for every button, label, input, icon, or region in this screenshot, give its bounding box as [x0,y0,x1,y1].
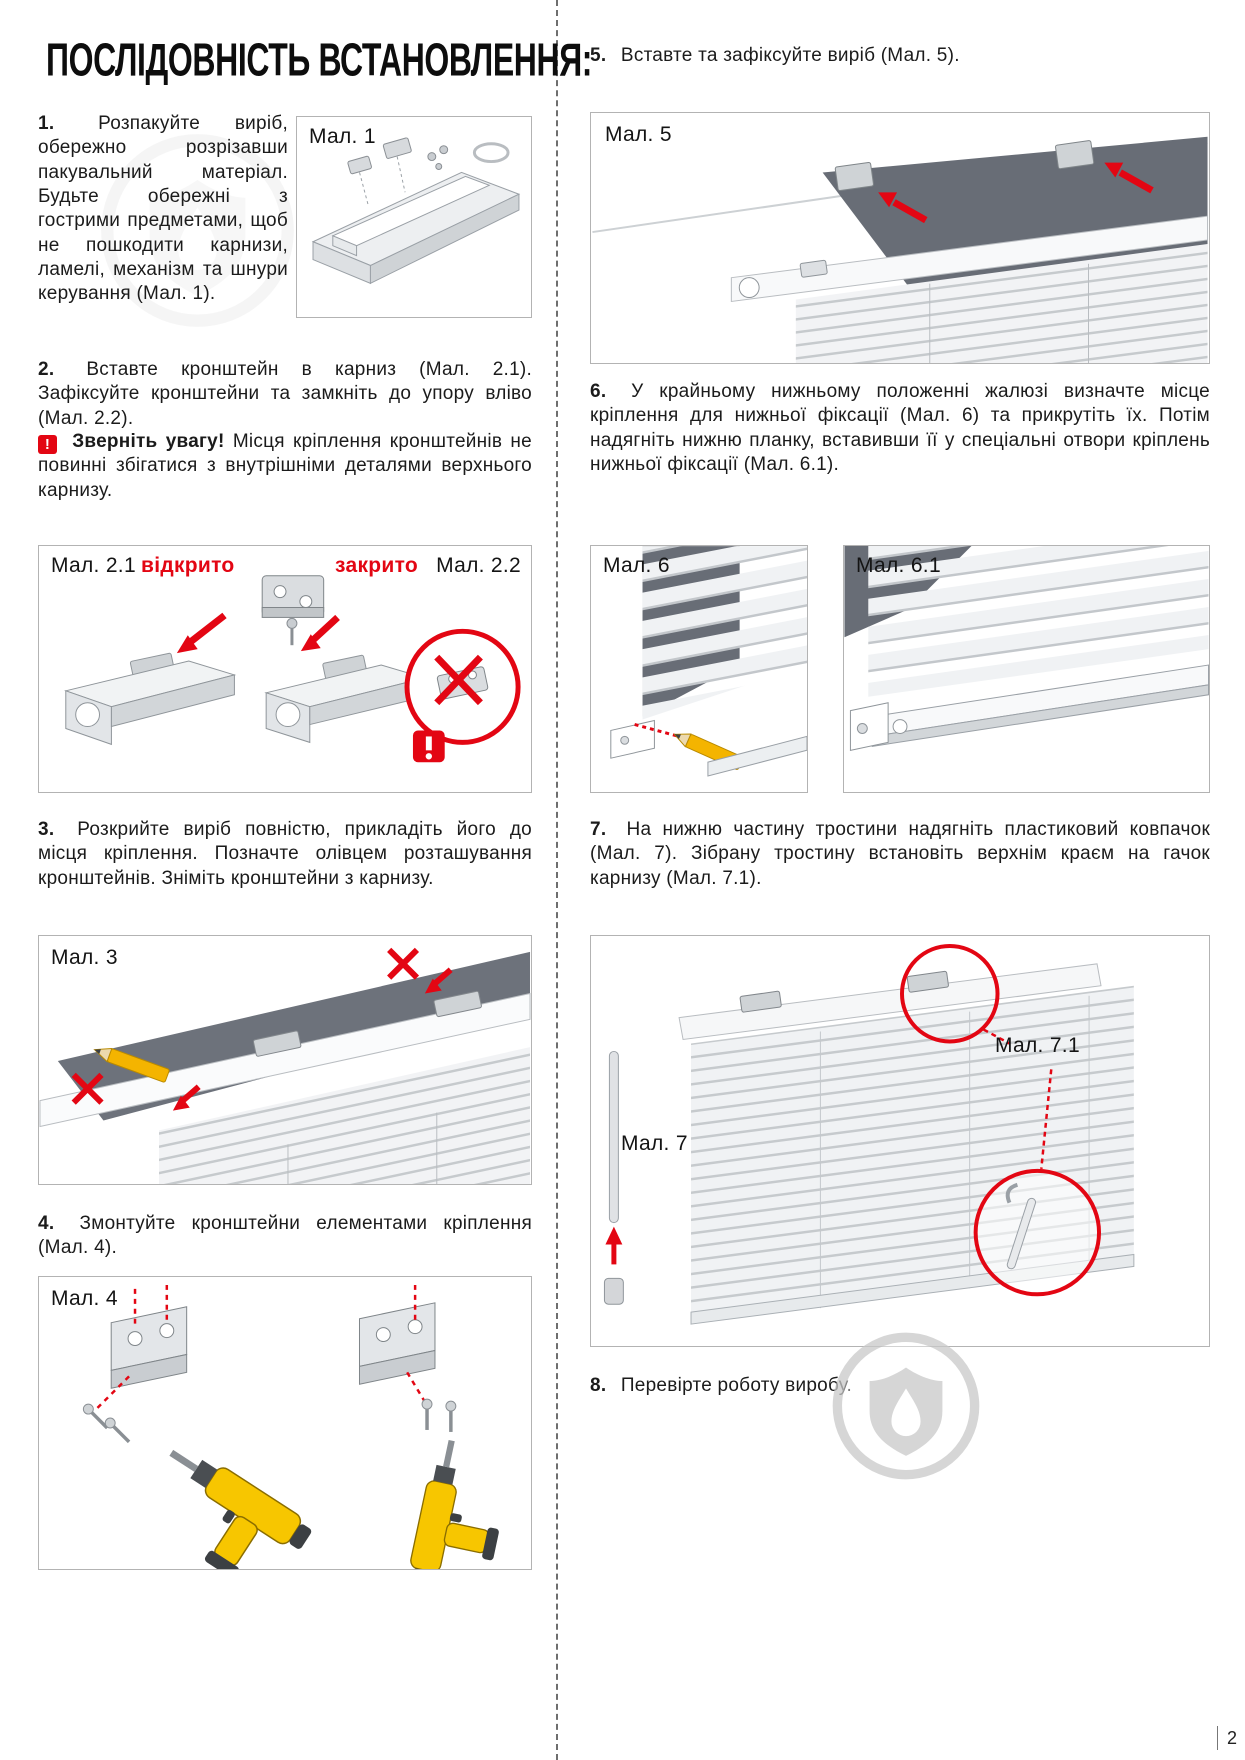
step-6-number: 6. [590,381,607,402]
red-arrow-icon [172,967,453,1111]
figure-3-illustration [39,947,531,1184]
step-7-number: 7. [590,819,607,840]
figure-3-label: Мал. 3 [51,946,118,969]
figure-2-2-label: Мал. 2.2 [436,554,521,577]
wand-icon [603,1050,624,1305]
bracket-icon [739,970,949,1013]
step-6-text: У крайньому нижньому положенні жалюзі ви… [590,381,1210,475]
screws-icon [427,145,449,170]
figure-6-illustration [610,546,807,777]
pencil-icon [93,1047,170,1083]
figure-3: Мал. 3 [38,935,532,1185]
bracket-icon [110,1306,188,1389]
open-label: відкрито [141,554,235,577]
figure-2-illustration [64,575,521,763]
drill-icon [410,1439,499,1569]
step-8-number: 8. [590,1375,607,1396]
figure-5-label: Мал. 5 [605,123,672,146]
figure-1: Мал. 1 [296,116,532,318]
column-divider [556,0,558,1760]
wrong-mounting-callout [404,628,521,745]
step-4-text: Змонтуйте кронштейни елементами кріпленн… [38,1213,532,1259]
figure-4-label: Мал. 4 [51,1287,118,1310]
warning-text: Місця кріплення кронштейнів не повинні з… [38,431,532,501]
figure-7-label: Мал. 7 [621,1132,688,1155]
step-1: 1. Розпакуйте виріб, обережно розрізавши… [38,112,288,307]
step-5: 5. Вставте та зафіксуйте виріб (Мал. 5). [590,44,1210,68]
red-arrow-icon [176,612,340,654]
figure-6-1-illustration [844,546,1209,751]
step-1-number: 1. [38,113,55,134]
step-2: 2. Вставте кронштейн в карниз (Мал. 2.1)… [38,358,532,431]
figure-2: Мал. 2.1 відкрито закрито Мал. 2.2 [38,545,532,793]
step-2-warning: ! Зверніть увагу! Місця кріплення кроншт… [38,430,532,503]
step-4-number: 4. [38,1213,55,1234]
step-1-text: Розпакуйте виріб, обережно розрізавши па… [38,113,288,305]
closed-label: закрито [335,554,419,577]
step-7: 7. На нижню частину тростини надягніть п… [590,818,1210,891]
page-number: 2 [1216,1726,1237,1750]
page-title: ПОСЛІДОВНІСТЬ ВСТАНОВЛЕННЯ: [46,34,593,86]
screw-icon [286,617,298,646]
figure-6-1: Мал. 6.1 [843,545,1210,793]
step-3-number: 3. [38,819,55,840]
figure-2-1-label: Мал. 2.1 [51,554,136,577]
step-5-text: Вставте та зафіксуйте виріб (Мал. 5). [620,45,960,66]
figure-4-illustration [82,1284,499,1569]
bottom-fix-bracket-icon [849,702,908,751]
bracket-icon [261,575,325,618]
warning-icon: ! [38,435,57,454]
step-2-text: Вставте кронштейн в карниз (Мал. 2.1). З… [38,359,532,429]
figure-5: Мал. 5 [590,112,1210,364]
step-5-number: 5. [590,45,607,66]
figure-7-1-label: Мал. 7.1 [995,1034,1080,1057]
drill-icon [169,1449,312,1569]
step-8-text: Перевірте роботу виробу. [620,1375,853,1396]
bracket-icon [252,990,482,1057]
figure-1-illustration [311,137,521,285]
warning-title: Зверніть увагу! [72,431,225,452]
step-2-number: 2. [38,359,55,380]
cord-loop-icon [472,142,510,164]
bracket-icon [358,1302,436,1385]
bracket-icon [834,140,1095,192]
wand-hook-callout [973,1168,1102,1297]
figure-7: Мал. 7 Мал. 7.1 [590,935,1210,1347]
warning-badge-icon [412,730,445,763]
hook-callout-circle [900,943,1000,1044]
step-7-text: На нижню частину тростини надягніть плас… [590,819,1211,889]
figure-4: Мал. 4 [38,1276,532,1570]
screws-icon [82,1398,457,1444]
red-x-mark-icon [71,947,420,1105]
step-6: 6. У крайньому нижньому положенні жалюзі… [590,380,1210,477]
figure-1-label: Мал. 1 [309,125,376,148]
page-number-value: 2 [1226,1728,1237,1748]
bracket-icon [347,137,412,175]
red-arrow-icon [878,162,1154,224]
figure-6: Мал. 6 [590,545,808,793]
brand-watermark [828,1328,984,1489]
figure-7-illustration [603,943,1135,1325]
step-3-text: Розкрийте виріб повністю, прикладіть йог… [38,819,533,889]
step-8: 8. Перевірте роботу виробу. [590,1374,1210,1398]
figure-5-illustration [592,136,1209,363]
step-3: 3. Розкрийте виріб повністю, прикладіть … [38,818,532,891]
step-4: 4. Змонтуйте кронштейни елементами кріпл… [38,1212,532,1261]
figure-6-1-label: Мал. 6.1 [856,554,941,577]
figure-6-label: Мал. 6 [603,554,670,577]
